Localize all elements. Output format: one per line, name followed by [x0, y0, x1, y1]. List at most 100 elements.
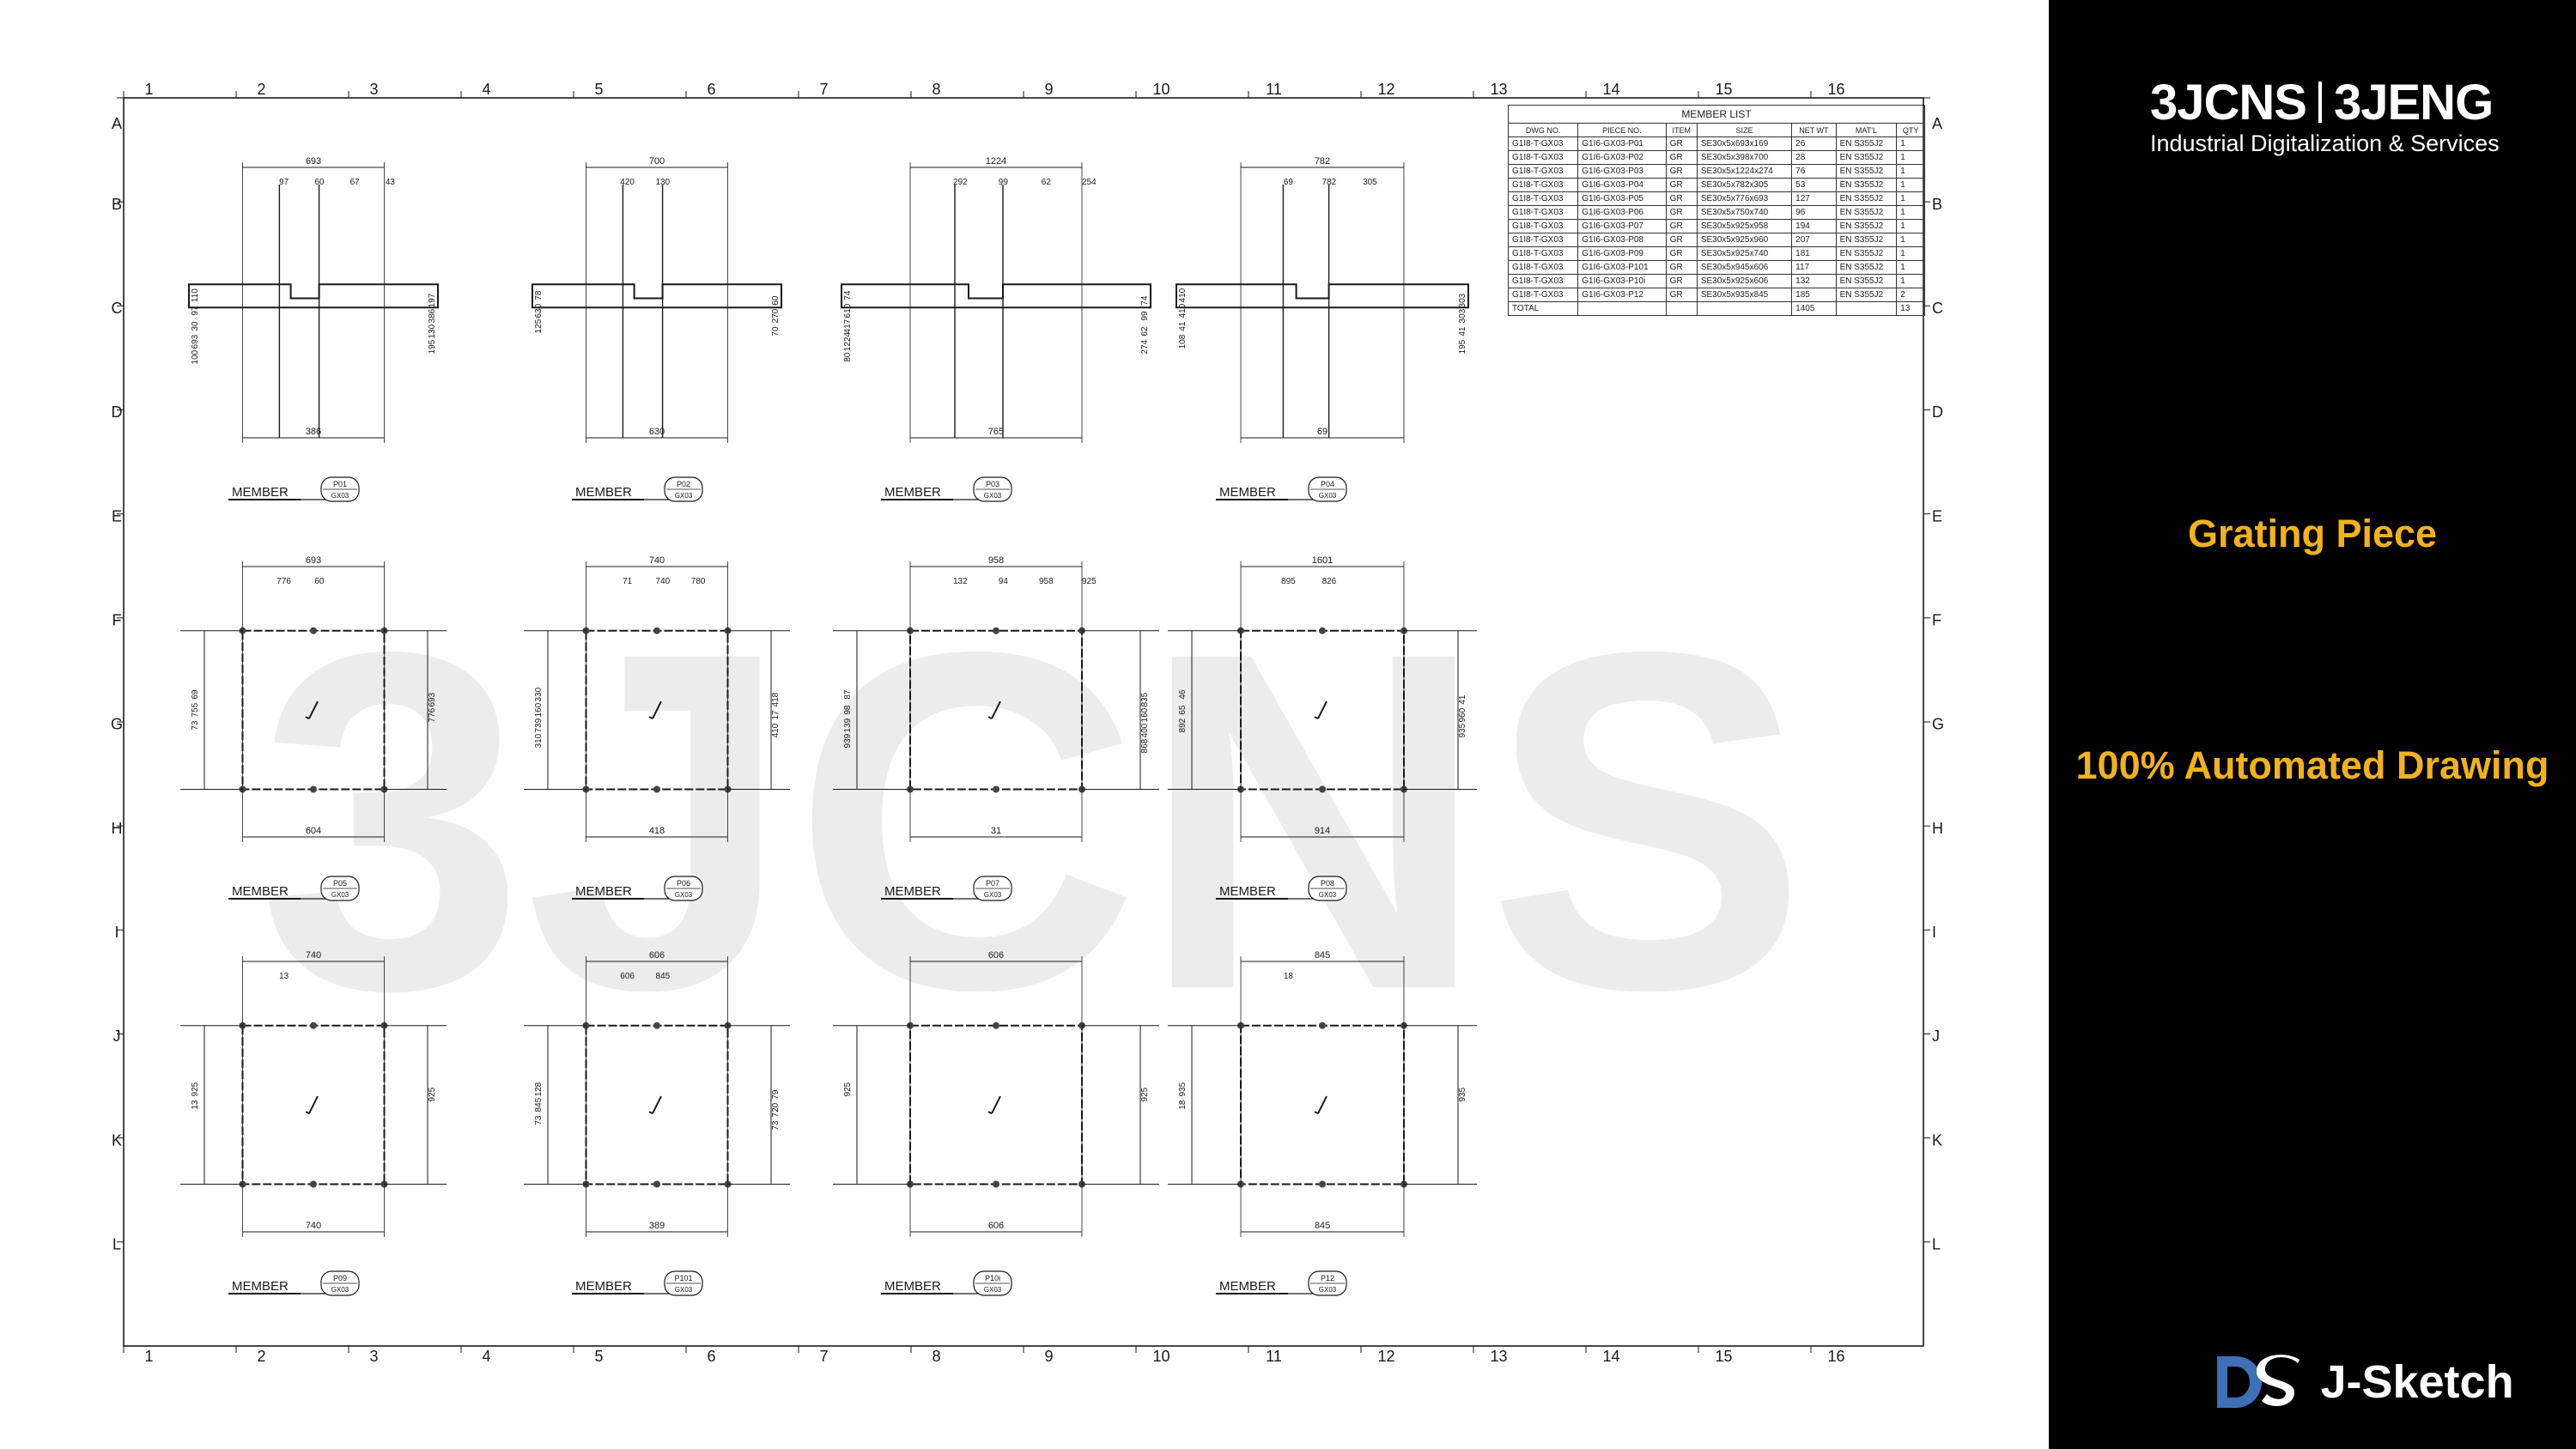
- drawing-sheet: 3JCNSTM112233445566778899101011111212131…: [111, 81, 1944, 1365]
- dim-text: 128: [534, 1082, 544, 1096]
- grid-col-label: 5: [594, 81, 603, 98]
- table-cell: SE30x5x398x700: [1696, 150, 1793, 165]
- table-cell: GR: [1665, 219, 1698, 233]
- dim-text: 303: [1458, 308, 1467, 323]
- dim-text: 94: [999, 577, 1009, 586]
- table-cell: 194: [1791, 219, 1837, 233]
- member-tag: P10i: [985, 1274, 1000, 1282]
- table-cell: 1: [1896, 274, 1925, 288]
- grid-row-label: D: [1932, 403, 1943, 421]
- dim-text: 79: [771, 1089, 781, 1100]
- table-cell: GR: [1665, 191, 1698, 206]
- table-cell: 1: [1896, 246, 1925, 261]
- bolt-hole: [310, 1180, 317, 1188]
- dim-text: 845: [1315, 950, 1330, 961]
- dim-text: 99: [999, 178, 1009, 187]
- bolt-hole: [993, 627, 999, 634]
- dim-text: 1601: [1312, 555, 1333, 566]
- dim-text: 610: [843, 303, 853, 318]
- member-tag: P02: [677, 480, 690, 488]
- member-label: MEMBER: [1219, 1279, 1276, 1294]
- grid-col-label: 3: [369, 1348, 378, 1365]
- dim-text: 410: [1178, 303, 1188, 318]
- table-cell: G1I8-T-GX03: [1507, 178, 1579, 192]
- grid-row-label: E: [1932, 507, 1942, 524]
- dim-text: 386: [306, 427, 321, 437]
- member-label: MEMBER: [1219, 485, 1276, 500]
- dim-text: 108: [1178, 334, 1188, 349]
- dim-text: 700: [649, 156, 665, 167]
- dim-text: 765: [988, 427, 1004, 437]
- table-cell: SE30x5x925x958: [1696, 219, 1793, 233]
- dim-text: 826: [1322, 577, 1337, 586]
- dim-text: 78: [534, 290, 544, 300]
- table-cell: 53: [1791, 178, 1837, 192]
- grid-col-label: 2: [257, 81, 265, 98]
- dim-text: 73: [191, 720, 200, 731]
- dim-text: 13: [191, 1100, 200, 1110]
- grid-row-label: K: [112, 1131, 122, 1149]
- dim-text: 197: [428, 293, 437, 307]
- dim-text: 606: [620, 972, 635, 981]
- member-tag-sub: GX03: [1319, 891, 1337, 899]
- dim-text: 305: [1363, 178, 1377, 187]
- dim-text: 693: [191, 334, 200, 349]
- table-cell: 13: [1896, 301, 1925, 316]
- grid-row-label: A: [112, 115, 122, 132]
- dim-text: 67: [350, 178, 361, 187]
- table-cell: 1: [1896, 233, 1925, 247]
- dim-text: 100: [191, 349, 200, 364]
- bar-direction-mark: [305, 700, 319, 719]
- bar-direction-mark: [1314, 1095, 1327, 1114]
- table-cell: EN S355J2: [1835, 260, 1898, 275]
- dim-text: 41: [1458, 326, 1467, 336]
- dim-text: 693: [306, 156, 321, 167]
- member-label: MEMBER: [232, 1279, 289, 1294]
- dim-text: 18: [1284, 972, 1294, 981]
- table-cell: G1I8-T-GX03: [1507, 150, 1579, 165]
- table-cell: 117: [1791, 260, 1837, 275]
- member-label: MEMBER: [575, 485, 632, 500]
- dim-text: 18: [1178, 1100, 1188, 1110]
- dim-text: 925: [191, 1082, 200, 1096]
- dim-text: 868: [1140, 738, 1150, 753]
- bolt-hole: [1319, 785, 1326, 793]
- dim-text: 845: [1315, 1221, 1330, 1231]
- table-cell: G1I8-T-GX03: [1507, 191, 1579, 206]
- grid-row-label: C: [112, 300, 123, 317]
- member-list-header-cell: PIECE NO.: [1577, 123, 1667, 137]
- member-label: MEMBER: [884, 485, 941, 500]
- grid-col-label: 5: [594, 1348, 603, 1365]
- dim-text: 303: [1458, 293, 1467, 307]
- table-cell: EN S355J2: [1835, 219, 1898, 233]
- plate-outline: [841, 283, 1151, 309]
- table-cell: G1I6-GX03-P02: [1577, 150, 1667, 165]
- member-label: MEMBER: [575, 884, 632, 899]
- table-cell: G1I8-T-GX03: [1507, 274, 1579, 288]
- dim-text: 139: [843, 718, 853, 732]
- dim-text: 845: [656, 972, 671, 981]
- table-cell: 76: [1791, 164, 1837, 179]
- dim-text: 74: [1140, 295, 1150, 306]
- table-cell: GR: [1665, 260, 1698, 275]
- table-cell: [1665, 301, 1698, 316]
- table-cell: GR: [1665, 150, 1698, 165]
- grid-col-label: 11: [1266, 1348, 1282, 1365]
- table-cell: G1I6-GX03-P06: [1577, 205, 1667, 220]
- dim-text: 895: [1281, 577, 1296, 586]
- dim-text: 69: [1284, 178, 1294, 187]
- table-cell: 1405: [1791, 301, 1837, 316]
- table-cell: 28: [1791, 150, 1837, 165]
- grid-col-label: 11: [1266, 81, 1282, 98]
- table-cell: G1I8-T-GX03: [1507, 136, 1579, 151]
- table-cell: GR: [1665, 246, 1698, 261]
- table-cell: G1I6-GX03-P10i: [1577, 274, 1667, 288]
- member-tag: P09: [333, 1274, 347, 1282]
- dim-text: 630: [649, 427, 665, 437]
